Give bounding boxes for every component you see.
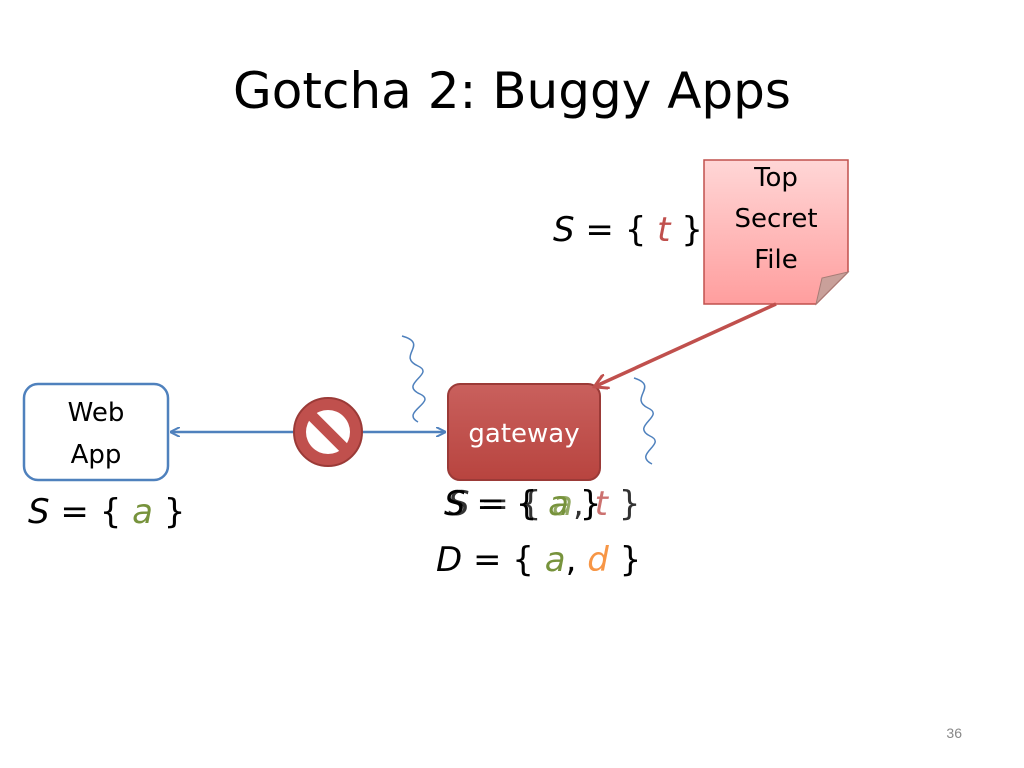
- label-close: }: [152, 492, 186, 532]
- web-app-label-line1: Web: [68, 398, 125, 428]
- label-eq: = {: [49, 492, 133, 532]
- web-app-box: Web App: [22, 382, 170, 482]
- var-d: d: [587, 540, 609, 580]
- label-sep: ,: [572, 484, 595, 524]
- label-eq: = {: [574, 210, 658, 250]
- web-app-label-line2: App: [71, 440, 122, 470]
- var-a: a: [552, 484, 573, 524]
- secret-file-label-set: S = { t }: [553, 210, 703, 250]
- label-d: D: [436, 540, 463, 580]
- folded-corner-icon: [815, 271, 850, 306]
- var-a: a: [548, 484, 569, 524]
- label-eq: = {: [469, 484, 553, 524]
- label-close: }: [568, 484, 602, 524]
- web-app-label-set: S = { a }: [28, 492, 185, 532]
- wavy-line-icon: [401, 335, 426, 423]
- label-eq: = {: [462, 540, 545, 580]
- label-s: S: [444, 484, 466, 524]
- wavy-line-icon: [633, 377, 656, 465]
- page-number: 36: [946, 725, 962, 741]
- label-close: }: [607, 484, 641, 524]
- secret-label-line3: File: [754, 245, 798, 275]
- label-close: }: [670, 210, 703, 250]
- prohibited-icon: [293, 397, 363, 467]
- label-s: S: [553, 210, 575, 250]
- top-secret-file: Top Secret File: [703, 159, 850, 306]
- label-sep: ,: [565, 540, 588, 580]
- slide-title: Gotcha 2: Buggy Apps: [233, 62, 791, 120]
- label-s: S: [28, 492, 50, 532]
- secret-label-line2: Secret: [734, 204, 817, 234]
- var-a: a: [132, 492, 153, 532]
- label-close: }: [608, 540, 642, 580]
- gateway-label-set-old: S = { a }: [444, 484, 601, 524]
- label-s: S: [448, 484, 470, 524]
- secret-label-line1: Top: [753, 163, 798, 193]
- secret-flow-arrow: [596, 302, 777, 386]
- gateway-label-set-new: S = { a, t }: [448, 484, 640, 524]
- var-t: t: [594, 484, 608, 524]
- gateway-label: gateway: [468, 419, 579, 449]
- var-a: a: [544, 540, 566, 580]
- gateway-label-d: D = { a, d }: [436, 540, 641, 580]
- label-eq: = {: [465, 484, 549, 524]
- gateway-box: gateway: [447, 383, 601, 481]
- var-t: t: [657, 210, 671, 250]
